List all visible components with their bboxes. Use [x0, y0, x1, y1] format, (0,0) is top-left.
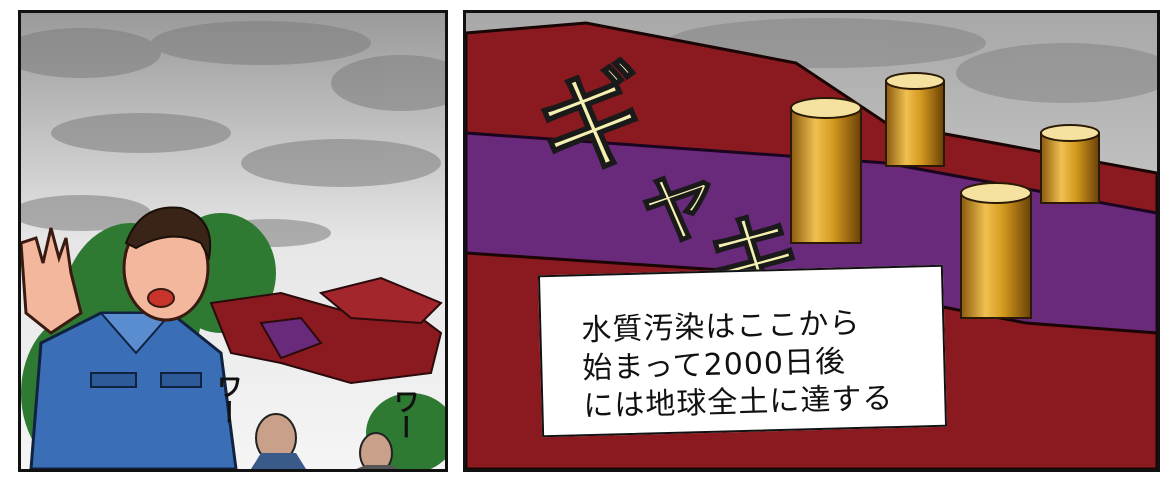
raised-hand: [21, 227, 83, 335]
hair: [124, 206, 212, 262]
red-machine: [209, 276, 443, 385]
sfx-waa-1: ワー: [212, 373, 242, 425]
pocket: [160, 372, 202, 388]
mouth: [147, 288, 175, 308]
clouds: [666, 18, 1157, 103]
left-panel-art: [21, 13, 445, 469]
caption-text: 水質汚染はここから 始まって2000日後 には地球全土に達する: [581, 304, 894, 426]
pocket: [90, 372, 137, 388]
caption-line-3: には地球全土に達する: [582, 381, 894, 425]
collar: [98, 312, 174, 355]
gold-cylinders: [790, 72, 1100, 319]
crowd: [251, 413, 399, 469]
sfx-waa-2: ワー: [389, 388, 419, 440]
caption-box: 水質汚染はここから 始まって2000日後 には地球全土に達する: [537, 264, 948, 438]
man-figure: [21, 206, 238, 469]
left-panel: ワー ワー: [18, 10, 448, 472]
